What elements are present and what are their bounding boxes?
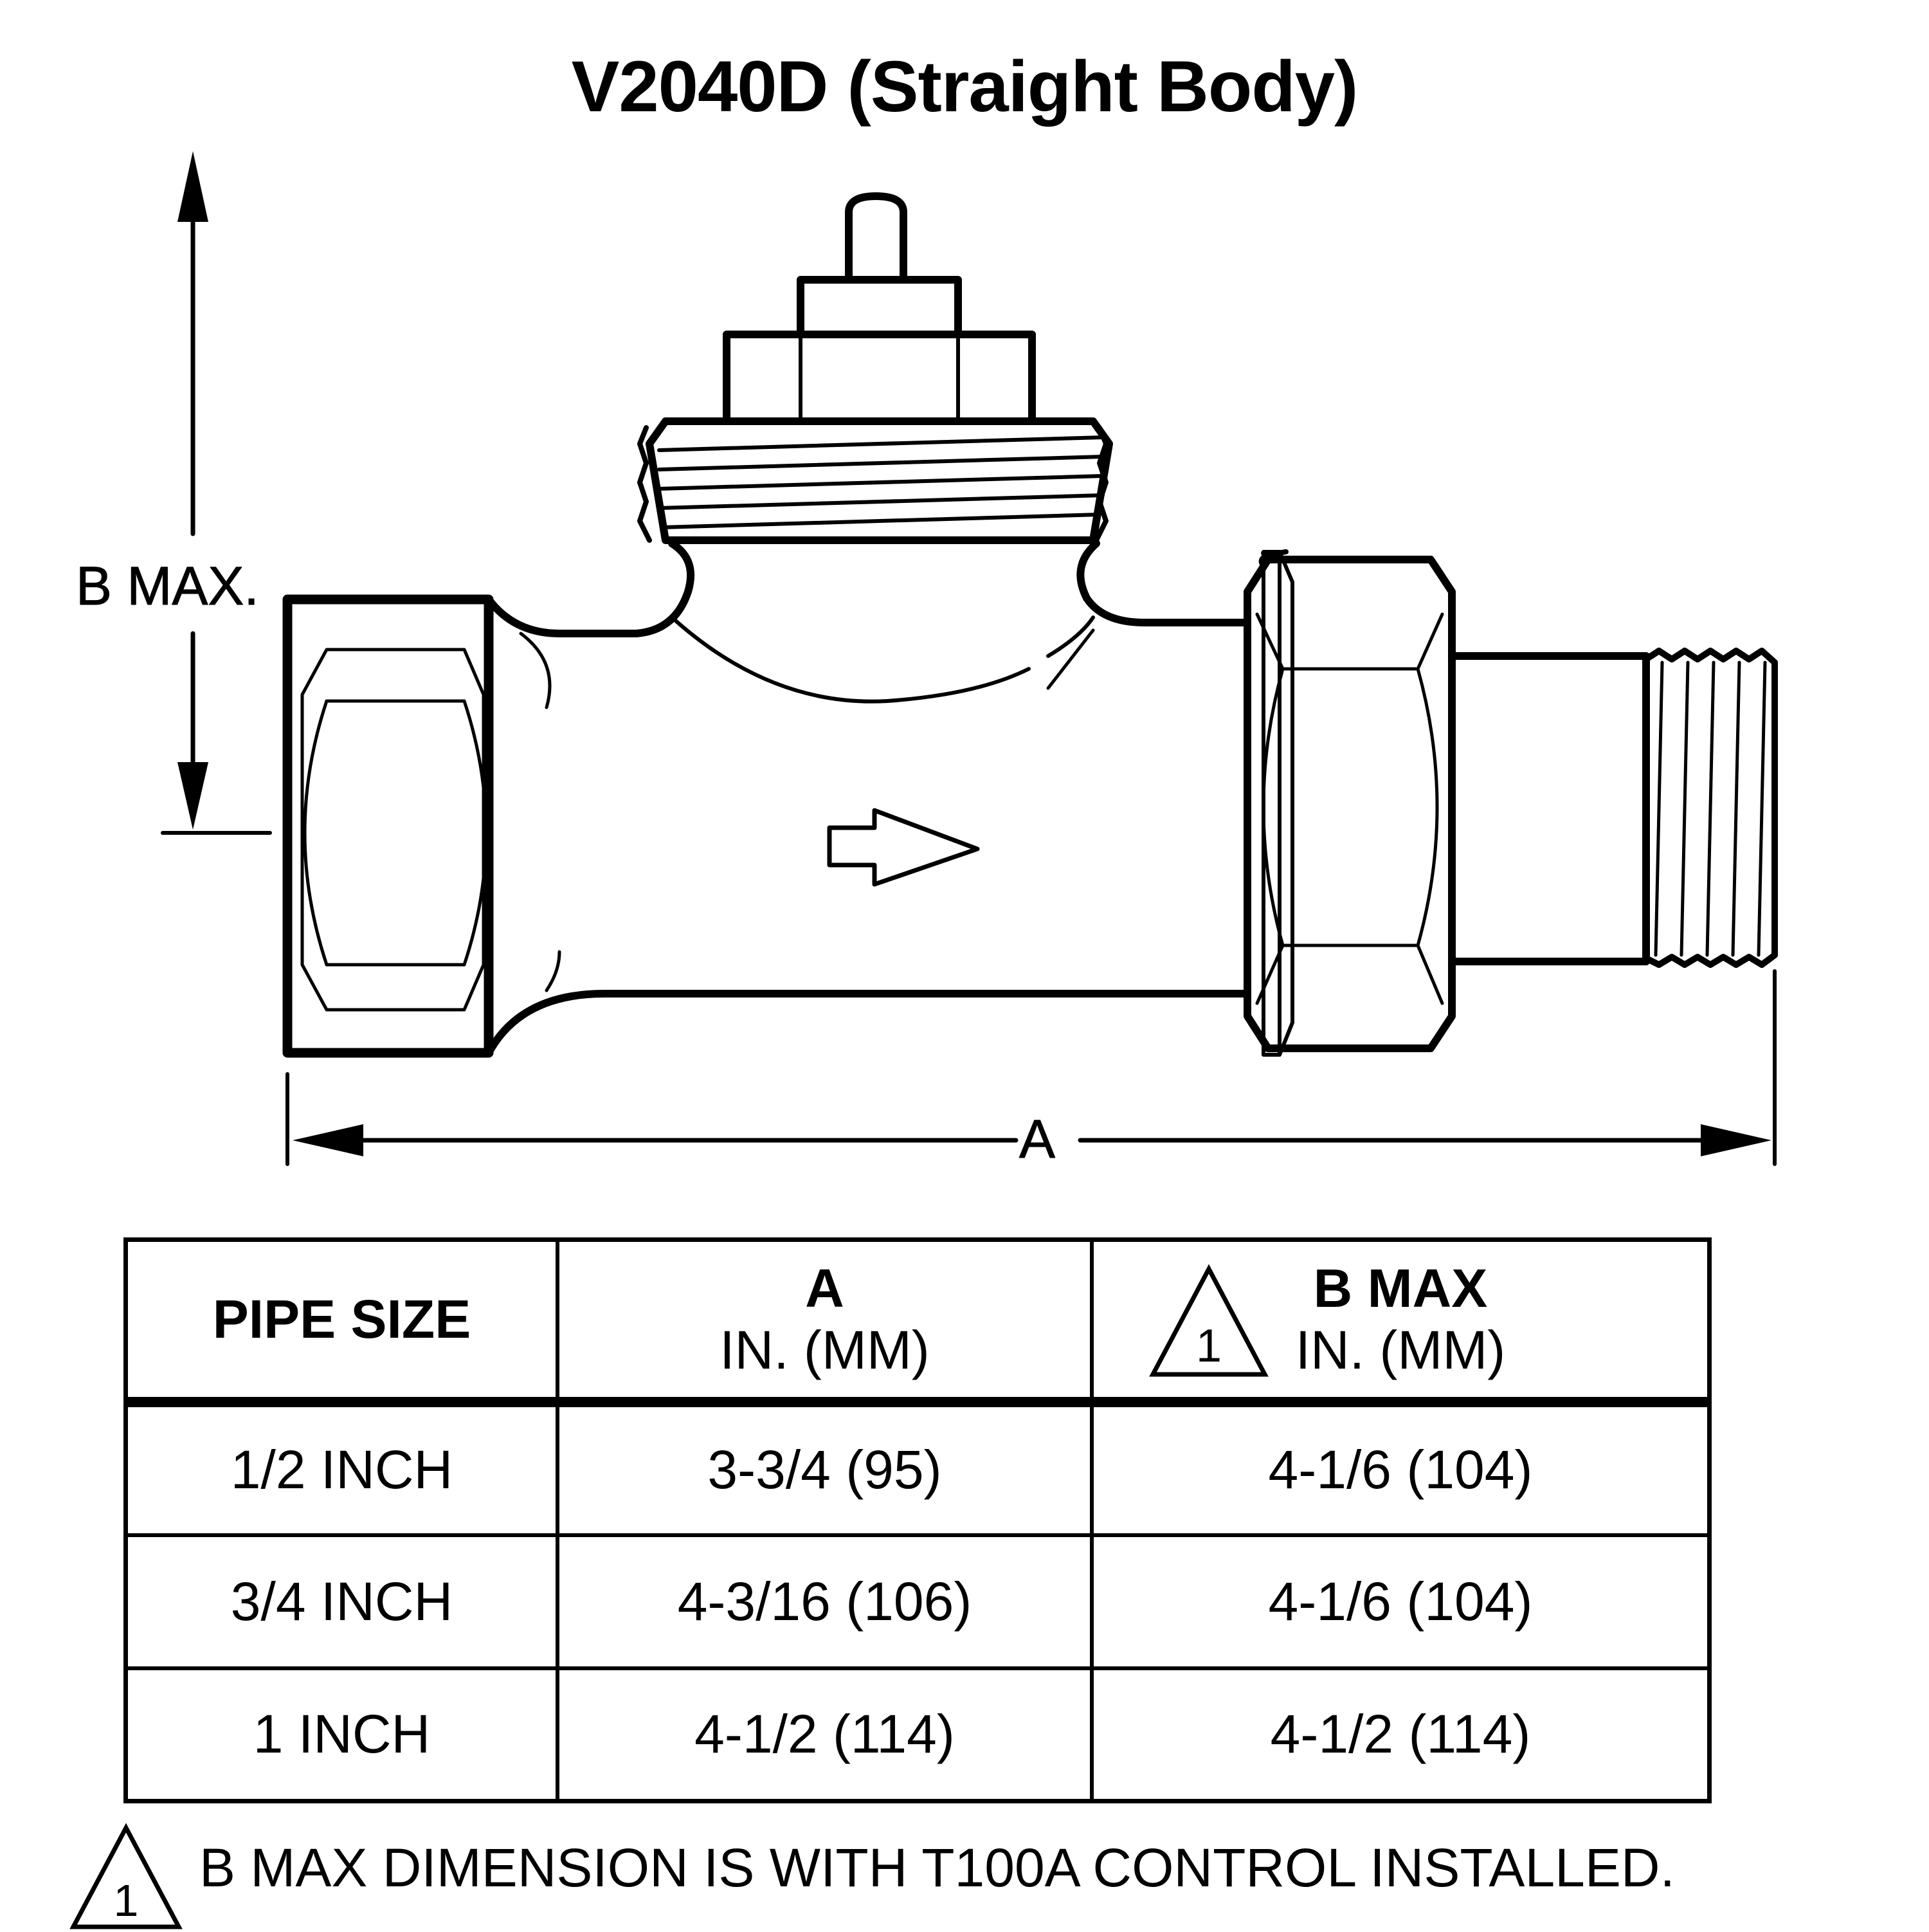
cell-pipe-size: 3/4 INCH xyxy=(123,1533,559,1670)
cell-a: 3-3/4 (95) xyxy=(556,1399,1094,1537)
cell-b-max: 4-1/6 (104) xyxy=(1090,1533,1712,1670)
diagram-title: V2040D (Straight Body) xyxy=(571,46,1359,127)
valve-drawing: B MAX. A xyxy=(76,151,1778,1170)
dimension-a: A xyxy=(285,969,1777,1170)
valve-body xyxy=(485,540,1251,1057)
valve-bonnet xyxy=(637,192,1113,544)
valve-union-nut xyxy=(1244,549,1456,1057)
header-a-unit: IN. (MM) xyxy=(720,1320,930,1381)
table-header-row: PIPE SIZE A IN. (MM) 1 B MAX IN. (MM) xyxy=(123,1237,1712,1407)
cell-a: 4-3/16 (106) xyxy=(556,1533,1094,1670)
dimension-a-label: A xyxy=(1019,1109,1055,1169)
cell-b-max: 4-1/6 (104) xyxy=(1090,1399,1712,1537)
header-pipe-size: PIPE SIZE xyxy=(123,1237,559,1407)
dimension-b: B MAX. xyxy=(76,151,272,835)
table-row: 3/4 INCH 4-3/16 (106) 4-1/6 (104) xyxy=(123,1533,1712,1670)
table-row: 1 INCH 4-1/2 (114) 4-1/2 (114) xyxy=(123,1666,1712,1803)
footnote-marker-icon: 1 xyxy=(69,1823,183,1929)
arrow-down-icon xyxy=(177,762,208,830)
header-b-max: 1 B MAX IN. (MM) xyxy=(1090,1237,1712,1407)
table-row: 1/2 INCH 3-3/4 (95) 4-1/6 (104) xyxy=(123,1399,1712,1537)
footnote-text: B MAX DIMENSION IS WITH T100A CONTROL IN… xyxy=(199,1837,1675,1898)
arrow-right-icon xyxy=(1701,1124,1771,1156)
cell-pipe-size: 1/2 INCH xyxy=(123,1399,559,1537)
valve-tailpiece xyxy=(1448,648,1778,968)
arrow-up-icon xyxy=(177,151,208,222)
cell-pipe-size: 1 INCH xyxy=(123,1666,559,1803)
footnote: 1 B MAX DIMENSION IS WITH T100A CONTROL … xyxy=(69,1823,1675,1929)
header-a-label: A xyxy=(805,1258,844,1319)
header-b-max-unit: IN. (MM) xyxy=(1295,1319,1506,1380)
note-marker-icon: 1 xyxy=(1148,1264,1269,1377)
dimension-table: PIPE SIZE A IN. (MM) 1 B MAX IN. (MM) 1/… xyxy=(123,1237,1712,1803)
flow-arrow-icon xyxy=(827,808,980,887)
dimension-b-label: B MAX. xyxy=(76,556,259,616)
note-marker-number: 1 xyxy=(1196,1320,1222,1372)
footnote-marker-number: 1 xyxy=(114,1875,139,1926)
valve-left-hex xyxy=(282,594,494,1058)
header-a: A IN. (MM) xyxy=(556,1237,1094,1407)
cell-b-max: 4-1/2 (114) xyxy=(1090,1666,1712,1803)
arrow-left-icon xyxy=(293,1124,363,1156)
cell-a: 4-1/2 (114) xyxy=(556,1666,1094,1803)
header-b-max-label: B MAX xyxy=(1313,1257,1488,1318)
header-pipe-size-label: PIPE SIZE xyxy=(212,1289,471,1350)
